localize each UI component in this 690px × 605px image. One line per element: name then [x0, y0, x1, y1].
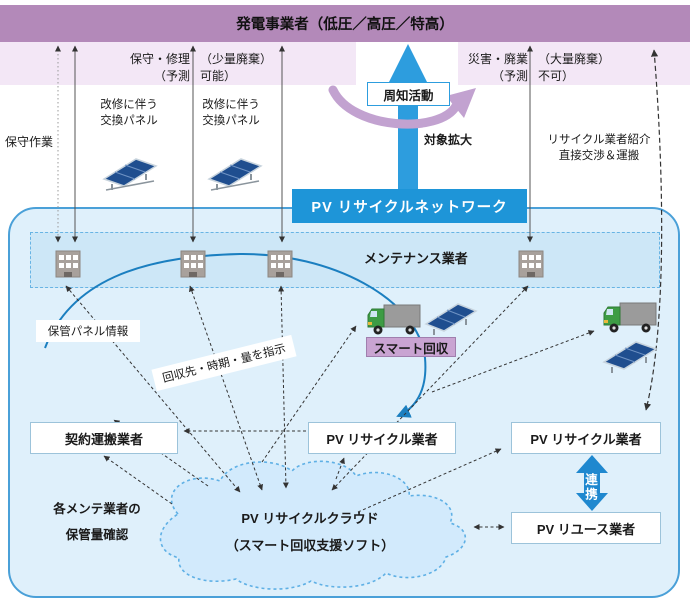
label-renkei: 連携 [583, 472, 597, 502]
box-pv-recycle-1-label: PV リサイクル業者 [326, 431, 438, 447]
band-disaster-left: 災害・廃業 （予測 [436, 51, 528, 85]
band-maintenance-right: （少量廃棄） 可能） [200, 51, 292, 85]
building-icon [518, 250, 544, 278]
label-hoshu-sagyo: 保守作業 [5, 135, 54, 149]
label-replace-panel-2-l2: 交換パネル [202, 115, 260, 127]
smart-kaishu-label: スマート回収 [373, 341, 449, 356]
label-recycler-intro: リサイクル業者紹介直接交渉＆運搬 [540, 132, 658, 164]
label-taisho-kakudai: 対象拡大 [424, 133, 473, 147]
conn-cloud-keiyaku-bottom [103, 455, 173, 505]
purple-expand-arrow [328, 85, 461, 129]
building-icon [180, 250, 206, 278]
label-recycler-intro-l2: 直接交渉＆運搬 [558, 150, 640, 162]
conn-cloud-truck1 [261, 325, 357, 463]
band-disaster-left-l2: （予測 [491, 69, 528, 83]
solar-panel-icon [102, 158, 158, 191]
cloud-text: PV リサイクルクラウド （スマート回収支援ソフト） [165, 505, 455, 559]
box-pv-recycle-2: PV リサイクル業者 [511, 422, 661, 454]
cloud-text-l1: PV リサイクルクラウド [241, 511, 379, 526]
label-kakumente: 各メンテ業者の保管量確認 [42, 496, 152, 548]
conn-cloud-truck2 [431, 330, 595, 393]
truck-icon [367, 304, 421, 335]
label-maintenance-zone: メンテナンス業者 [364, 251, 468, 266]
label-replace-panel-1-l1: 改修に伴う [100, 99, 158, 111]
band-disaster-left-l1: 災害・廃業 [467, 52, 528, 66]
header-generator-bar: 発電事業者（低圧／高圧／特高） [0, 5, 690, 42]
header-title: 発電事業者（低圧／高圧／特高） [236, 17, 454, 33]
box-keiyaku-unpan: 契約運搬業者 [30, 422, 178, 454]
truck-icon [603, 302, 657, 333]
shuchi-katsudo-label: 周知活動 [383, 88, 434, 103]
big-up-arrow [385, 44, 431, 190]
pv-recycle-network-label: PV リサイクルネットワーク [311, 199, 508, 216]
maintenance-zone-rect [30, 232, 660, 288]
label-replace-panel-2-l1: 改修に伴う [202, 99, 260, 111]
label-replace-panel-1: 改修に伴う交換パネル [92, 97, 166, 129]
label-hokan-panel-info: 保管パネル情報 [36, 320, 140, 342]
solar-panel-icon [424, 303, 478, 335]
band-maintenance-left: 保守・修理 （予測 [98, 51, 190, 85]
label-replace-panel-2: 改修に伴う交換パネル [194, 97, 268, 129]
smart-kaishu-tag: スマート回収 [366, 337, 456, 357]
conn-b2-cloud [189, 285, 263, 491]
conn-b3-cloud [278, 285, 289, 489]
box-pv-reuse: PV リユース業者 [511, 512, 661, 544]
building-icon [55, 250, 81, 278]
cloud-shape [159, 460, 467, 590]
band-maintenance-left-l1: 保守・修理 [129, 52, 190, 66]
cloud-text-l2: （スマート回収支援ソフト） [225, 538, 395, 553]
box-pv-recycle-1: PV リサイクル業者 [308, 422, 456, 454]
band-disaster-right: （大量廃棄） 不可） [538, 51, 630, 85]
label-kakumente-l2: 保管量確認 [65, 528, 129, 542]
shuchi-katsudo-box: 周知活動 [367, 82, 450, 106]
conn-cloud-recycle2 [357, 448, 502, 513]
band-maintenance-left-l2: （予測 [153, 69, 190, 83]
box-pv-recycle-2-label: PV リサイクル業者 [530, 431, 642, 447]
box-keiyaku-unpan-label: 契約運搬業者 [64, 431, 143, 447]
box-pv-reuse-label: PV リユース業者 [536, 521, 636, 537]
band-disaster-right-l2: 不可） [538, 69, 575, 83]
conn-cloud-recycle1 [335, 457, 345, 480]
conn-b1-cloud [65, 285, 241, 493]
band-maintenance-right-l1: （少量廃棄） [200, 52, 273, 66]
pv-recycle-network-bar: PV リサイクルネットワーク [292, 189, 527, 223]
blue-double-arrow [576, 455, 608, 511]
label-recycler-intro-l1: リサイクル業者紹介 [547, 134, 651, 146]
band-disaster-right-l1: （大量廃棄） [538, 52, 611, 66]
purple-arrow-head [446, 88, 476, 118]
solar-panel-icon [602, 341, 658, 373]
label-kakumente-l1: 各メンテ業者の [53, 502, 141, 516]
direct-negotiation-curve [644, 49, 663, 411]
band-maintenance-right-l2: 可能） [200, 69, 237, 83]
solar-panel-icon [207, 158, 263, 191]
building-icon [267, 250, 293, 278]
label-replace-panel-1-l2: 交換パネル [100, 115, 158, 127]
